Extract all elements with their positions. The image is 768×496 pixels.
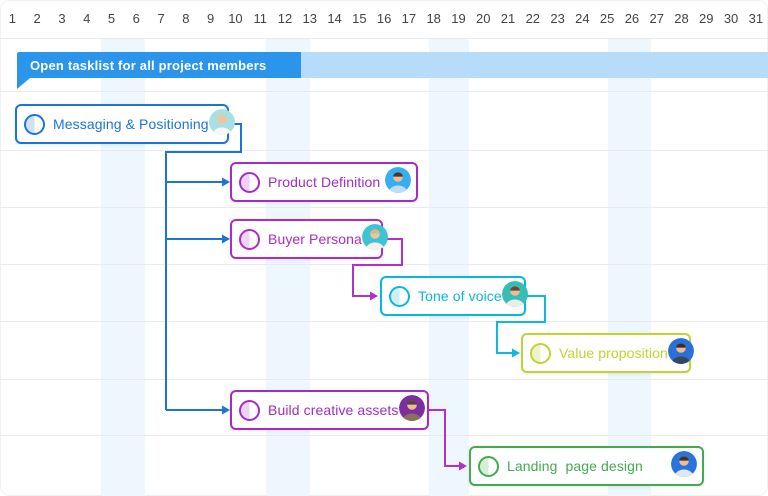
status-circle-icon[interactable] bbox=[239, 399, 260, 421]
day-label-18: 18 bbox=[426, 11, 441, 26]
row-gridline bbox=[0, 379, 768, 380]
day-label-26: 26 bbox=[624, 11, 640, 26]
tasklist-banner-label: Open tasklist for all project members bbox=[30, 57, 267, 73]
tasklist-banner-tail bbox=[17, 78, 30, 89]
day-label-3: 3 bbox=[58, 11, 66, 26]
assignee-avatar bbox=[667, 337, 694, 369]
assignee-avatar bbox=[671, 450, 697, 482]
day-label-22: 22 bbox=[525, 11, 541, 26]
day-label-31: 31 bbox=[748, 11, 764, 26]
day-label-20: 20 bbox=[476, 11, 491, 26]
task-card-product-definition[interactable]: Product Definition bbox=[230, 162, 418, 202]
connector-arrow bbox=[222, 234, 230, 244]
day-label-15: 15 bbox=[352, 11, 367, 26]
day-label-29: 29 bbox=[699, 11, 714, 26]
day-label-7: 7 bbox=[157, 11, 165, 26]
task-label: Build creative assets bbox=[268, 402, 399, 418]
assignee-avatar bbox=[385, 166, 411, 198]
day-label-5: 5 bbox=[107, 11, 116, 26]
status-circle-icon[interactable] bbox=[239, 171, 260, 193]
task-label: Product Definition bbox=[268, 174, 381, 190]
row-gridline bbox=[0, 91, 768, 92]
day-label-9: 9 bbox=[207, 11, 215, 26]
row-gridline bbox=[0, 264, 768, 265]
task-card-messaging-positioning[interactable]: Messaging & Positioning bbox=[15, 104, 235, 144]
assignee-avatar bbox=[361, 223, 388, 255]
row-gridline bbox=[0, 435, 768, 436]
day-label-28: 28 bbox=[674, 11, 689, 26]
day-label-11: 11 bbox=[253, 11, 267, 26]
connector-arrow bbox=[222, 177, 230, 187]
day-label-23: 23 bbox=[550, 11, 565, 26]
status-circle-icon[interactable] bbox=[239, 228, 260, 250]
day-label-10: 10 bbox=[228, 11, 243, 26]
day-label-21: 21 bbox=[500, 11, 516, 26]
day-label-27: 27 bbox=[649, 11, 664, 26]
task-card-landing-page-design[interactable]: Landing page design bbox=[469, 446, 704, 486]
row-gridline bbox=[0, 207, 768, 208]
task-card-value-proposition[interactable]: Value proposition bbox=[521, 333, 694, 373]
task-card-build-creative-assets[interactable]: Build creative assets bbox=[230, 390, 429, 430]
day-label-19: 19 bbox=[451, 11, 466, 26]
task-label: Messaging & Positioning bbox=[53, 116, 209, 132]
day-label-1: 1 bbox=[8, 11, 16, 26]
connector-arrow bbox=[222, 405, 230, 415]
status-circle-icon[interactable] bbox=[478, 455, 499, 477]
row-gridline bbox=[0, 38, 768, 39]
tasklist-banner[interactable]: Open tasklist for all project members bbox=[17, 52, 301, 78]
status-circle-icon[interactable] bbox=[530, 342, 551, 364]
day-label-16: 16 bbox=[376, 11, 392, 26]
task-label: Tone of voice bbox=[418, 288, 502, 304]
status-circle-icon[interactable] bbox=[389, 285, 410, 307]
day-label-2: 2 bbox=[33, 11, 41, 26]
day-label-12: 12 bbox=[277, 11, 293, 26]
assignee-avatar bbox=[208, 108, 235, 140]
row-gridline bbox=[0, 150, 768, 151]
day-label-13: 13 bbox=[302, 11, 317, 26]
task-label: Value proposition bbox=[559, 345, 668, 361]
task-label: Landing page design bbox=[507, 458, 643, 474]
assignee-avatar bbox=[501, 280, 528, 312]
connector-arrow bbox=[370, 291, 378, 301]
day-label-30: 30 bbox=[723, 11, 739, 26]
task-card-buyer-persona[interactable]: Buyer Persona bbox=[230, 219, 388, 259]
day-label-4: 4 bbox=[83, 11, 91, 26]
day-label-24: 24 bbox=[575, 11, 590, 26]
status-circle-icon[interactable] bbox=[24, 113, 45, 135]
day-label-14: 14 bbox=[327, 11, 342, 26]
task-card-tone-of-voice[interactable]: Tone of voice bbox=[380, 276, 528, 316]
task-label: Buyer Persona bbox=[268, 231, 362, 247]
weekend-stripe bbox=[429, 38, 469, 496]
assignee-avatar bbox=[398, 394, 425, 426]
day-label-6: 6 bbox=[132, 11, 140, 26]
connector-arrow bbox=[512, 348, 520, 358]
day-label-8: 8 bbox=[182, 11, 190, 26]
day-label-25: 25 bbox=[599, 11, 615, 26]
day-label-17: 17 bbox=[401, 11, 417, 26]
weekend-stripe bbox=[608, 38, 651, 496]
tasklist-duration-bar bbox=[301, 52, 768, 78]
row-gridline bbox=[0, 321, 768, 322]
